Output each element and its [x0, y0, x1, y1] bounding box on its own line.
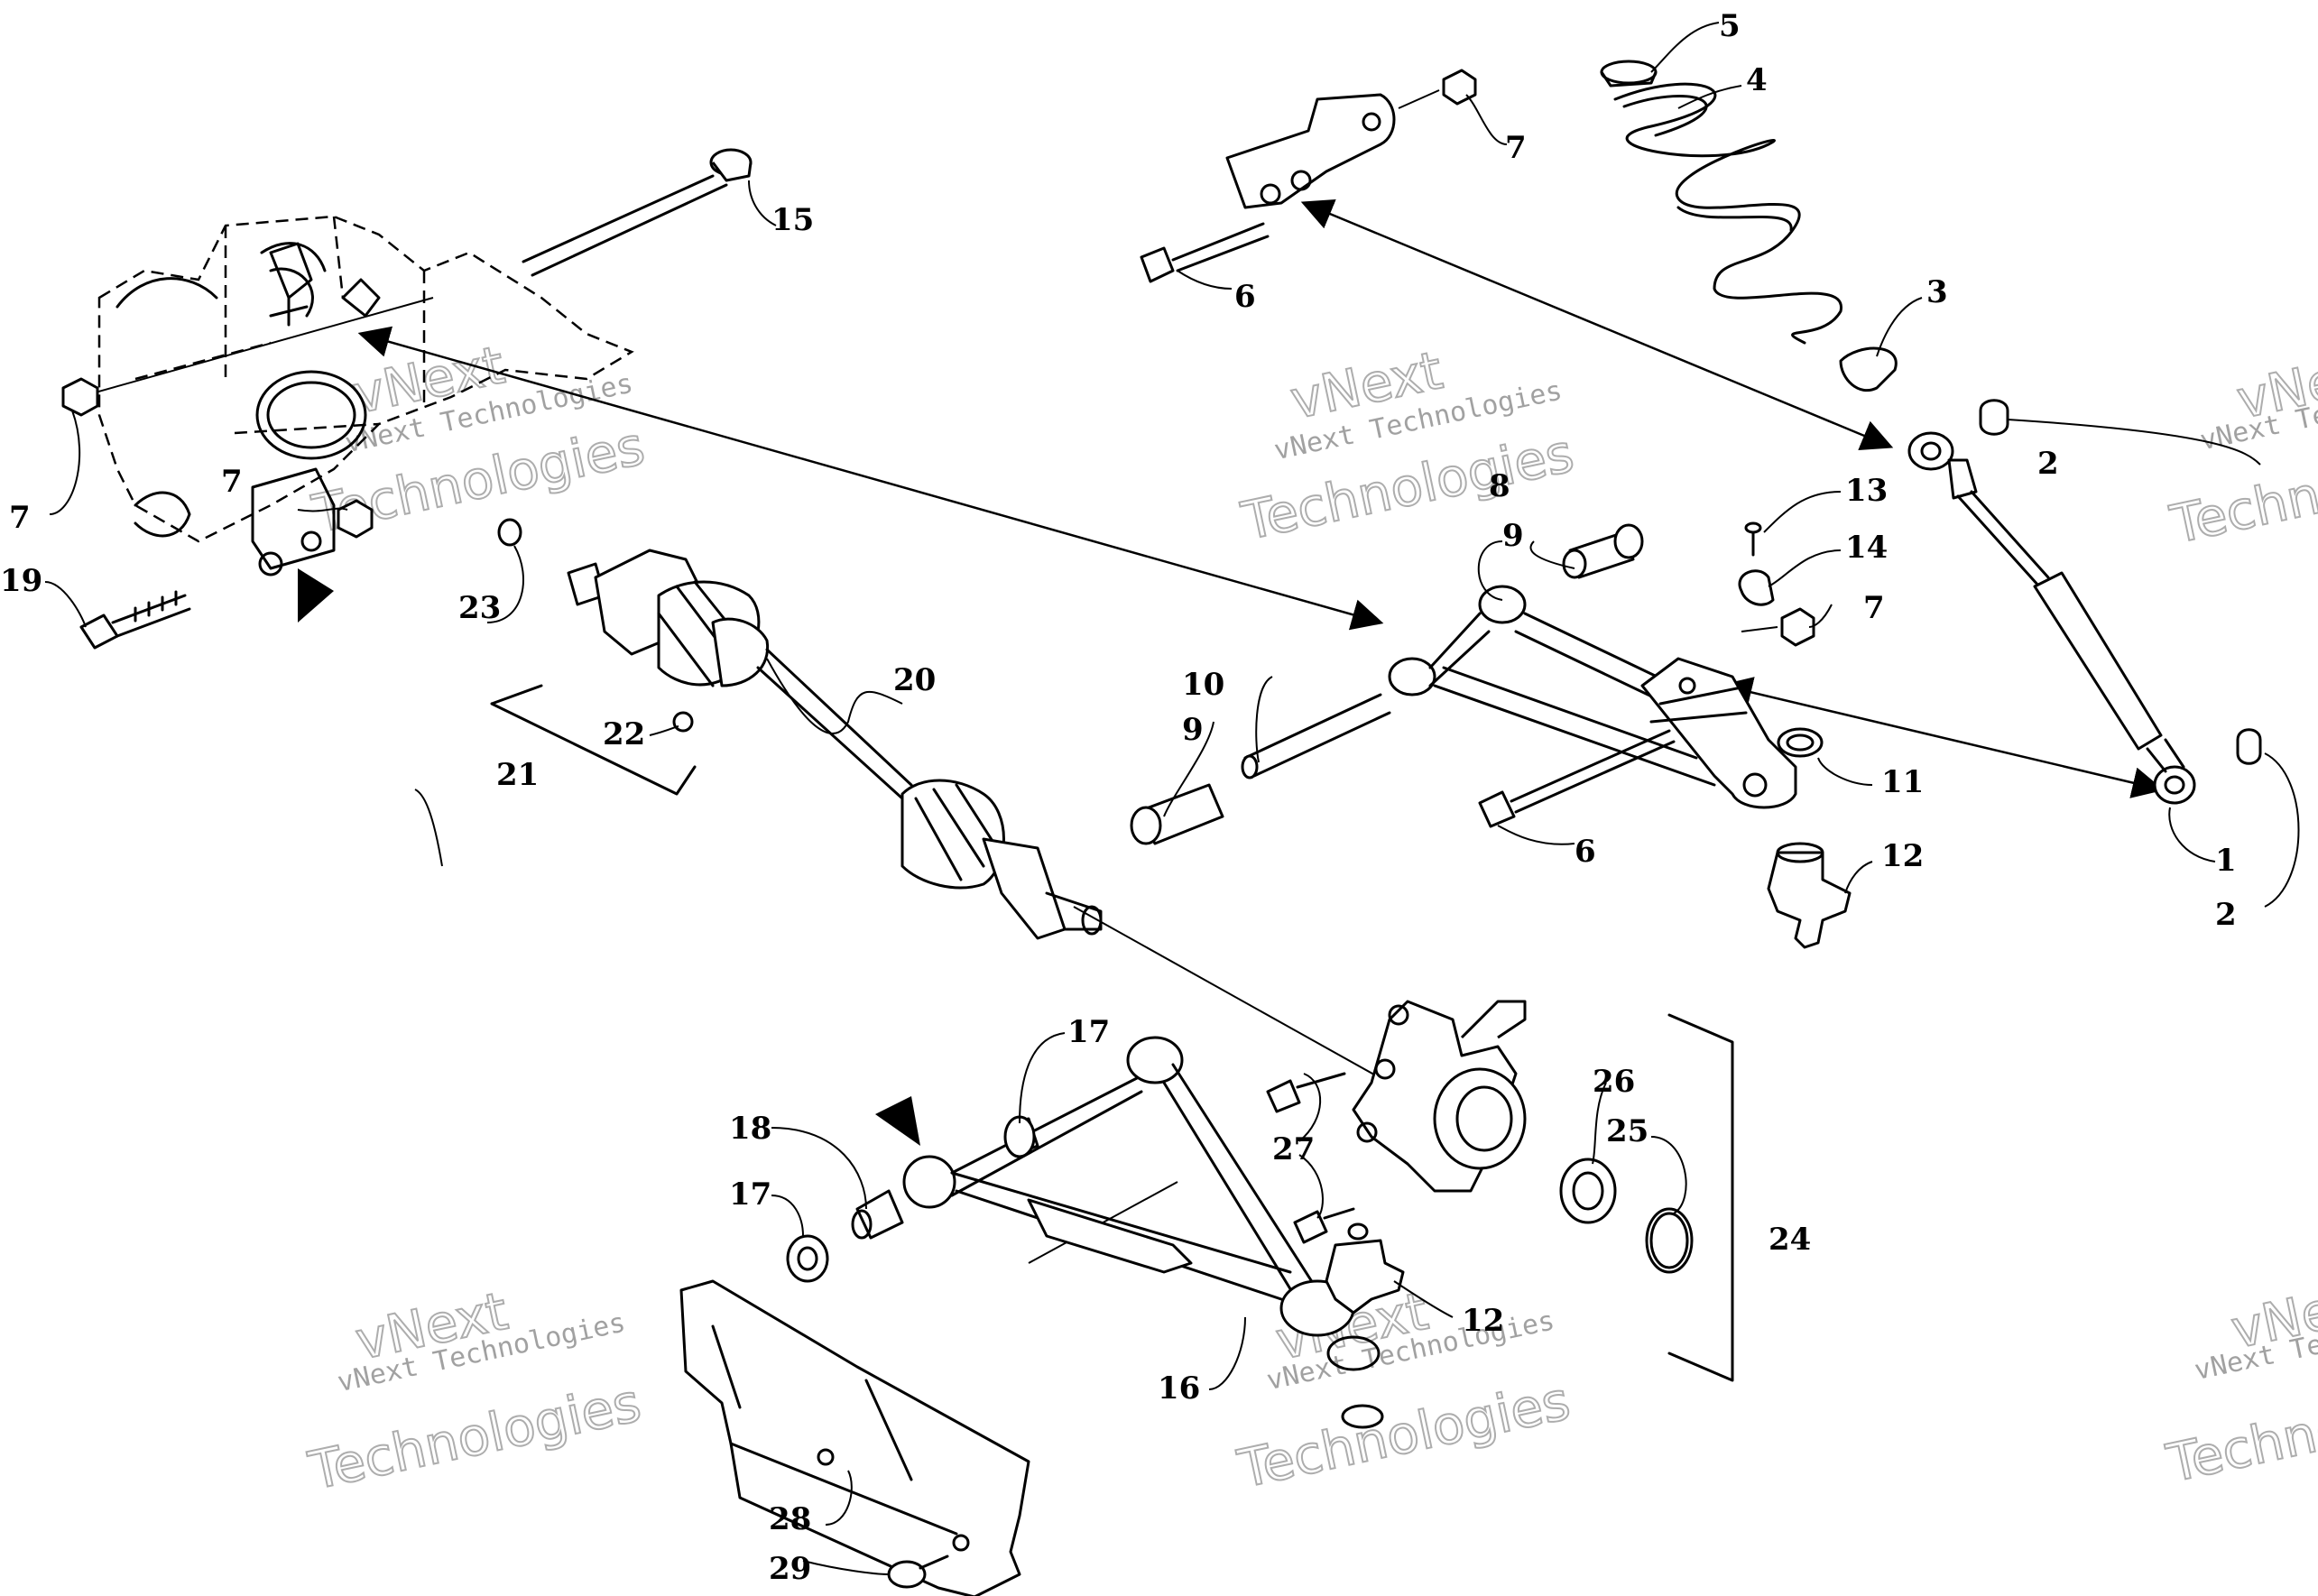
callout-2-bottom: 2 — [2215, 897, 2237, 933]
bushing-2-bottom — [2236, 728, 2262, 765]
cv-axle — [567, 549, 1103, 940]
arrow-shock-to-bracket — [1300, 198, 1894, 451]
callout-24: 24 — [1769, 1222, 1811, 1258]
callout-7-arm: 7 — [1863, 590, 1885, 626]
bushing-17-top — [1003, 1115, 1039, 1158]
pointer-triangle-lower-arm — [875, 1096, 920, 1146]
callout-5: 5 — [1719, 8, 1741, 44]
nut-7-upper-arm — [1741, 607, 1815, 647]
callout-4: 4 — [1746, 62, 1768, 98]
callout-9-top: 9 — [1502, 518, 1524, 554]
bolt-27-top — [1266, 1072, 1346, 1113]
watermark-group-6: vNext vNext Technologies Technologies — [2160, 1268, 2318, 1495]
shock-absorber — [1907, 431, 2196, 805]
callout-27: 27 — [1272, 1131, 1315, 1167]
bracket-24 — [1667, 1013, 1734, 1382]
callout-3: 3 — [1926, 274, 1948, 310]
callout-8: 8 — [1489, 468, 1510, 504]
circlip-23 — [497, 518, 522, 547]
spring-retainer-top — [1600, 60, 1658, 88]
snap-ring-11 — [1777, 727, 1824, 758]
callout-6-top: 6 — [1234, 279, 1256, 315]
coil-spring — [1613, 82, 1842, 345]
callout-17-bottom: 17 — [729, 1176, 771, 1213]
callout-7-left-mid: 7 — [221, 464, 243, 500]
nut-7-top — [1398, 69, 1477, 109]
callout-1: 1 — [2215, 843, 2237, 879]
watermark-group-4: vNext vNext Technologies Technologies — [302, 1279, 647, 1503]
callout-21: 21 — [496, 757, 539, 793]
callout-6-arm: 6 — [1575, 834, 1596, 870]
bushing-2-top — [1979, 399, 2009, 436]
o-ring-22 — [672, 711, 694, 733]
callout-14: 14 — [1845, 530, 1888, 566]
ball-joint-12-lower — [1325, 1222, 1405, 1315]
upper-shock-bracket — [1225, 93, 1396, 209]
snap-ring-lower — [1341, 1404, 1384, 1429]
ball-joint-12-upper — [1767, 842, 1852, 949]
callout-16: 16 — [1158, 1370, 1200, 1407]
callout-7-left: 7 — [9, 500, 31, 536]
bushing-9-upper — [1562, 523, 1644, 579]
leader-lines — [44, 22, 2300, 1575]
callout-22: 22 — [603, 716, 645, 752]
bushing-17-bottom — [786, 1234, 829, 1283]
callout-12-lower: 12 — [1462, 1303, 1504, 1339]
assembly-arrows — [62, 198, 2165, 1264]
callout-18: 18 — [729, 1111, 771, 1147]
retaining-ring-25 — [1645, 1207, 1694, 1274]
screw-13 — [1744, 521, 1762, 557]
watermark-big: Technologies — [2161, 1364, 2318, 1494]
callout-10: 10 — [1182, 667, 1224, 703]
frame-bearing-housing — [255, 370, 367, 460]
sleeve-10 — [1241, 693, 1391, 780]
callout-15: 15 — [771, 202, 814, 238]
bolt-6-upper-arm — [1478, 729, 1676, 828]
watermark-group-2: vNext vNext Technologies Technologies — [1235, 338, 1580, 553]
callout-19: 19 — [0, 563, 42, 599]
callout-17-top: 17 — [1067, 1014, 1110, 1050]
arrow-shock-to-a-arm — [1720, 677, 2165, 798]
callout-labels: 1 2 2 3 4 5 6 6 7 7 7 7 8 9 9 10 11 12 1… — [0, 8, 2237, 1587]
bolt-15 — [522, 148, 753, 277]
spring-retainer-bottom — [1839, 346, 1898, 392]
callout-23: 23 — [458, 590, 501, 626]
wheel-bearing-26 — [1559, 1158, 1617, 1224]
callout-11: 11 — [1881, 764, 1924, 800]
arrow-a-arm-to-frame — [357, 326, 1384, 631]
pointer-triangle-frame — [298, 568, 334, 623]
callout-28: 28 — [769, 1501, 811, 1537]
callout-13: 13 — [1845, 473, 1888, 509]
bolt-27-bottom — [1293, 1207, 1355, 1244]
skid-plate — [679, 1279, 1030, 1596]
callout-25: 25 — [1606, 1113, 1648, 1149]
watermark-group-3: vNext vNext Technologies Technologies — [2165, 338, 2318, 557]
callout-26: 26 — [1593, 1064, 1635, 1100]
callout-7-top: 7 — [1505, 130, 1527, 166]
clip-14 — [1738, 569, 1775, 606]
bushing-9-lower — [1130, 783, 1224, 845]
lower-a-arm — [902, 1036, 1381, 1371]
bracket-21 — [490, 684, 697, 796]
nut-7-left-top — [61, 377, 99, 417]
nut-7-left-mid — [337, 499, 374, 539]
callout-9-bottom: 9 — [1182, 712, 1204, 748]
steering-knuckle — [1352, 1000, 1527, 1193]
bolt-19 — [79, 590, 191, 650]
sleeve-18 — [851, 1189, 904, 1240]
callout-29: 29 — [769, 1551, 811, 1587]
bolt-6-top — [1140, 222, 1270, 283]
callout-12-upper: 12 — [1881, 838, 1924, 874]
upper-a-arm — [1388, 585, 1797, 809]
callout-2-top: 2 — [2037, 446, 2059, 482]
callout-20: 20 — [893, 662, 936, 698]
